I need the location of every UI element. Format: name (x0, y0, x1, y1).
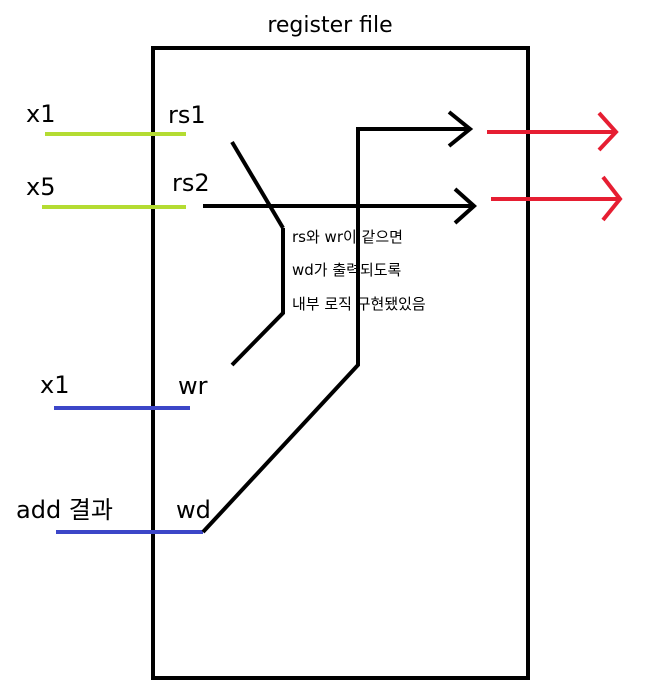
register-file-box (151, 46, 530, 680)
read-data-2-arrowhead (601, 175, 623, 222)
wr-to-comparator-wire (230, 228, 285, 367)
wr-input-label: x1 (40, 371, 69, 399)
port-wd-label: wd (176, 496, 211, 524)
note-line-2: wd가 출력되도록 (292, 261, 402, 279)
rs1-input-label: x1 (26, 100, 55, 128)
rs1-output-arrowhead (447, 110, 474, 148)
rs2-input-label: x5 (26, 173, 55, 201)
note-line-3: 내부 로직 구현됐있음 (292, 295, 426, 313)
rs2-output-arrowhead (453, 187, 477, 225)
wd-bypass-wire (201, 127, 470, 534)
note-line-1: rs와 wr이 같으면 (292, 228, 403, 246)
port-rs1-label: rs1 (168, 101, 206, 129)
rs1-to-comparator-wire (230, 140, 285, 230)
read-data-1-arrowhead (597, 111, 619, 152)
diagram-title: register file (267, 13, 392, 38)
wd-input-label: add 결과 (16, 496, 113, 524)
port-rs2-label: rs2 (172, 169, 210, 197)
port-wr-label: wr (178, 372, 208, 400)
